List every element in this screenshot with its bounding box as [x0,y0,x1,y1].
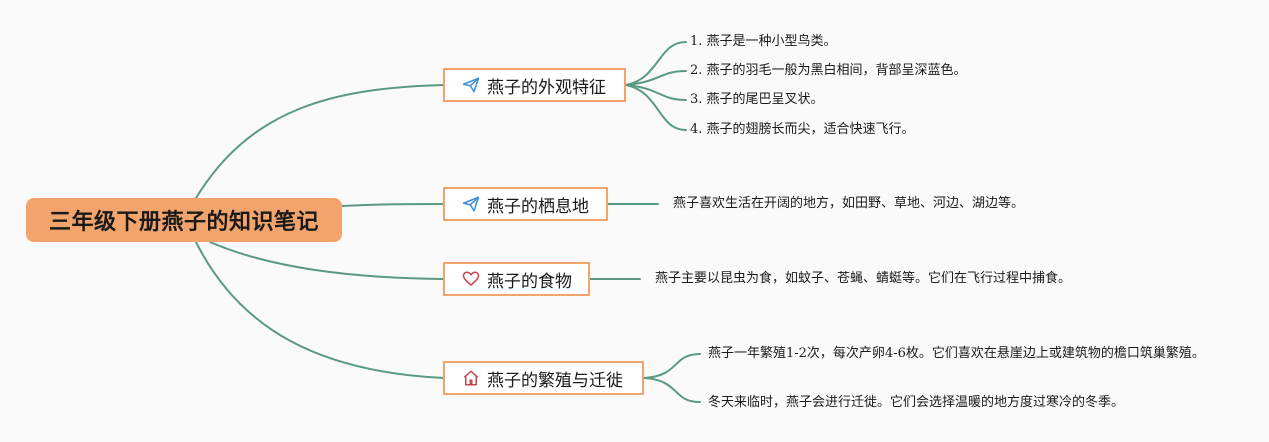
detail-text: 4. 燕子的翅膀长而尖，适合快速飞行。 [690,122,915,137]
detail-text: 2. 燕子的羽毛一般为黑白相间，背部呈深蓝色。 [690,63,967,78]
detail-text: 冬天来临时，燕子会进行迁徙。它们会选择温暖的地方度过寒冷的冬季。 [708,395,1125,410]
connector-root-topic-4 [195,241,445,379]
connector-root-topic-2 [341,203,445,207]
root-label: 三年级下册燕子的知识笔记 [48,210,319,235]
topic-label: 燕子的食物 [487,271,572,292]
paper-plane-icon [461,75,481,95]
detail-text: 1. 燕子是一种小型鸟类。 [690,34,837,49]
connector-topic-1-detail-4 [625,84,687,131]
connector-root-topic-1 [195,84,445,199]
detail-text: 燕子一年繁殖1-2次，每次产卵4-6枚。它们喜欢在悬崖边上或建筑物的檐口筑巢繁殖… [708,346,1205,361]
connector-root-topic-3 [209,241,445,280]
heart-icon [461,269,481,289]
detail-text: 燕子主要以昆虫为食，如蚊子、苍蝇、蜻蜓等。它们在飞行过程中捕食。 [655,271,1072,286]
connector-topic-4-detail-2 [643,377,701,403]
connector-topic-4-detail-1 [643,353,701,379]
topic-node-habitat[interactable]: 燕子的栖息地 [443,187,608,221]
topic-node-food[interactable]: 燕子的食物 [443,262,590,296]
detail-text: 燕子喜欢生活在开阔的地方，如田野、草地、河边、湖边等。 [673,196,1025,211]
connector-topic-1-detail-3 [625,84,687,101]
home-icon [461,368,481,388]
topic-node-breeding-migration[interactable]: 燕子的繁殖与迁徙 [443,361,644,395]
connector-topic-1-detail-1 [625,41,687,86]
topic-node-appearance[interactable]: 燕子的外观特征 [443,68,626,102]
root-node[interactable]: 三年级下册燕子的知识笔记 [26,198,342,242]
connector-topic-1-detail-2 [625,70,687,86]
paper-plane-icon [461,194,481,214]
topic-label: 燕子的栖息地 [487,196,589,217]
topic-label: 燕子的繁殖与迁徙 [487,370,623,391]
detail-text: 3. 燕子的尾巴呈叉状。 [690,92,824,107]
topic-label: 燕子的外观特征 [487,77,606,98]
